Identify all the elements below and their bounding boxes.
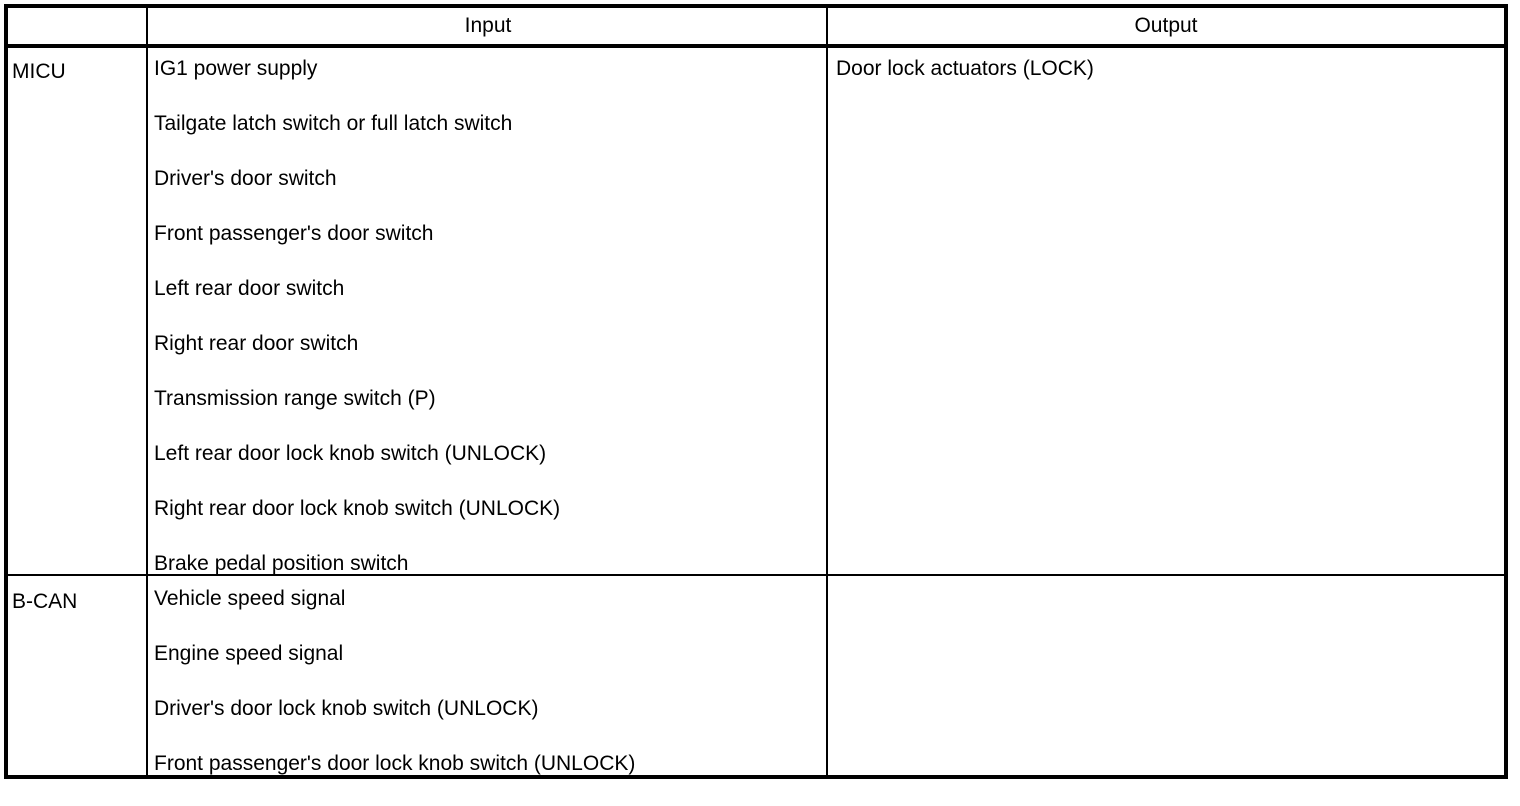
group-label-bcan: B-CAN: [12, 590, 78, 613]
column-header-output: Output: [1134, 14, 1198, 37]
list-item: IG1 power supply: [154, 57, 318, 80]
table-row-bcan: B-CAN Vehicle speed signal Engine speed …: [8, 576, 1504, 779]
list-item: Driver's door switch: [154, 167, 337, 190]
column-header-input: Input: [464, 14, 512, 37]
list-item: Engine speed signal: [154, 642, 344, 665]
list-item: Driver's door lock knob switch (UNLOCK): [154, 697, 539, 720]
list-item: Vehicle speed signal: [154, 587, 346, 610]
input-output-table: Input Output MICU IG1 power supply Tailg…: [4, 4, 1508, 779]
table-row-micu: MICU IG1 power supply Tailgate latch swi…: [8, 48, 1504, 575]
input-list-bcan: Vehicle speed signal Engine speed signal…: [154, 586, 818, 806]
page-root: Input Output MICU IG1 power supply Tailg…: [4, 4, 1508, 779]
list-item: Door lock actuators (LOCK): [836, 57, 1094, 80]
list-item: Left rear door lock knob switch (UNLOCK): [154, 442, 547, 465]
row-divider-micu-bcan: [8, 574, 1504, 576]
table-header-row: Input Output: [8, 8, 1504, 48]
output-list-micu: Door lock actuators (LOCK): [836, 56, 1496, 111]
list-item: Front passenger's door lock knob switch …: [154, 752, 636, 775]
list-item: Left rear door switch: [154, 277, 345, 300]
group-label-micu: MICU: [12, 60, 66, 83]
list-item: Front passenger's door switch: [154, 222, 434, 245]
column-divider-input-output: [826, 8, 828, 775]
list-item: Right rear door switch: [154, 332, 359, 355]
list-item: Right rear door lock knob switch (UNLOCK…: [154, 497, 561, 520]
input-list-micu: IG1 power supply Tailgate latch switch o…: [154, 56, 818, 606]
list-item: Transmission range switch (P): [154, 387, 436, 410]
list-item: Brake pedal position switch: [154, 552, 409, 575]
list-item: Tailgate latch switch or full latch swit…: [154, 112, 513, 135]
column-divider-system-input: [146, 8, 148, 775]
